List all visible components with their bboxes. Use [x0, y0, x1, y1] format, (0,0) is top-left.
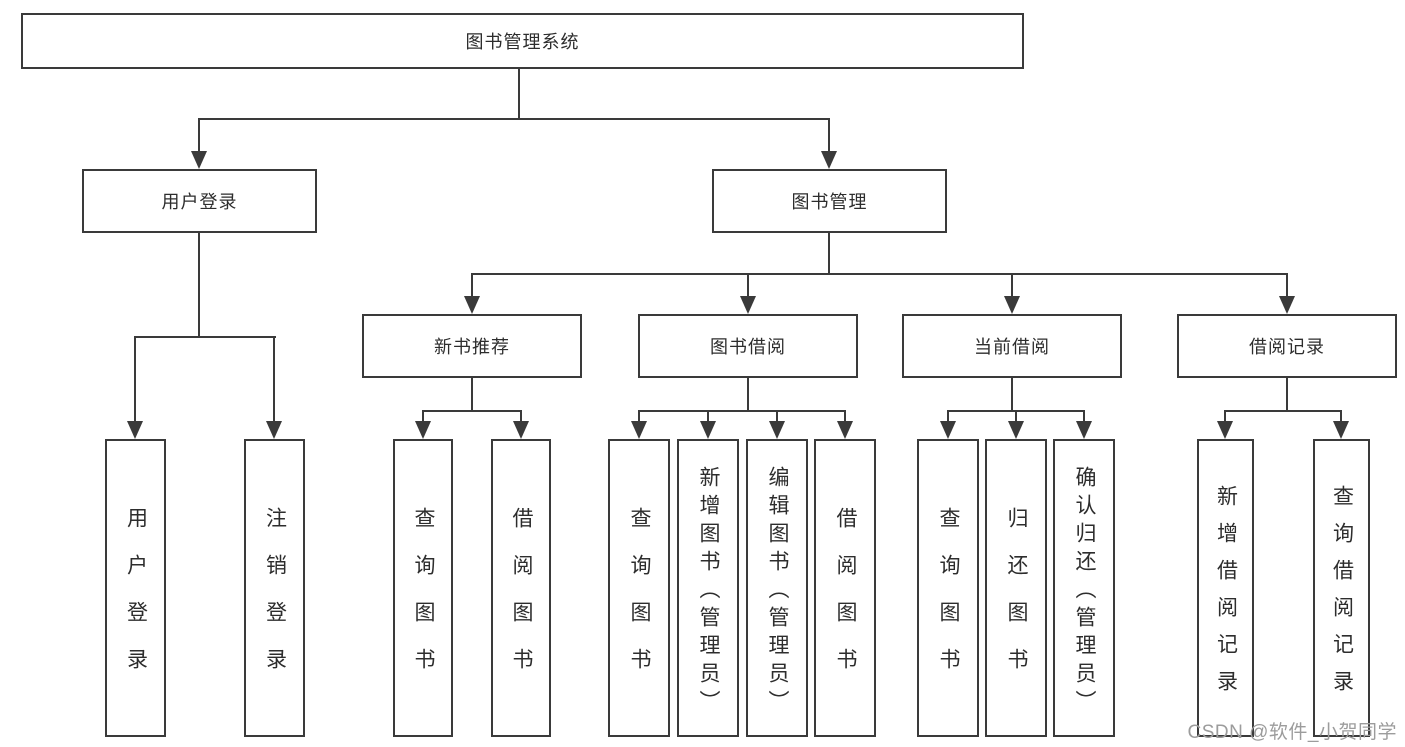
node-new-book-recommend: 新书推荐	[362, 314, 582, 378]
node-current-borrowing-label: 当前借阅	[974, 337, 1050, 357]
connector-line	[1011, 273, 1013, 299]
arrow-down-icon	[513, 421, 529, 439]
leaf-query-books-recommend-label: 查询图书	[412, 507, 435, 695]
arrow-down-icon	[191, 151, 207, 169]
leaf-user-login-label: 用户登录	[124, 507, 148, 695]
arrow-down-icon	[631, 421, 647, 439]
connector-line	[422, 410, 424, 423]
leaf-return-books: 归还图书	[985, 439, 1047, 737]
connector-line	[1286, 273, 1288, 299]
connector-line	[1015, 410, 1017, 423]
connector-line	[198, 118, 200, 152]
leaf-borrow-books: 借阅图书	[814, 439, 876, 737]
leaf-return-books-label: 归还图书	[1005, 507, 1028, 695]
arrow-down-icon	[464, 296, 480, 314]
node-new-book-recommend-label: 新书推荐	[434, 337, 510, 357]
connector-line	[1340, 410, 1342, 423]
connector-line	[776, 410, 778, 423]
leaf-query-books-borrowing: 查询图书	[608, 439, 670, 737]
leaf-query-books-current: 查询图书	[917, 439, 979, 737]
leaf-query-borrow-record-label: 查询借阅记录	[1330, 485, 1354, 707]
arrow-down-icon	[415, 421, 431, 439]
leaf-borrow-books-recommend: 借阅图书	[491, 439, 551, 737]
arrow-down-icon	[821, 151, 837, 169]
node-borrow-records: 借阅记录	[1177, 314, 1397, 378]
node-borrow-records-label: 借阅记录	[1249, 337, 1325, 357]
arrow-down-icon	[1004, 296, 1020, 314]
connector-line	[198, 233, 200, 338]
connector-line	[828, 118, 830, 152]
connector-line	[828, 233, 830, 275]
connector-line	[747, 378, 749, 412]
leaf-confirm-return-admin-label: 确认归还（管理员）	[1073, 465, 1096, 718]
arrow-down-icon	[1076, 421, 1092, 439]
connector-line	[518, 69, 520, 120]
arrow-down-icon	[266, 421, 282, 439]
leaf-user-login: 用户登录	[105, 439, 166, 737]
node-user-login: 用户登录	[82, 169, 317, 233]
connector-line	[422, 410, 522, 412]
connector-line	[638, 410, 640, 423]
connector-line	[1011, 378, 1013, 412]
leaf-add-books-admin: 新增图书（管理员）	[677, 439, 739, 737]
leaf-add-books-admin-label: 新增图书（管理员）	[697, 465, 720, 718]
connector-line	[134, 336, 276, 338]
leaf-query-books-current-label: 查询图书	[937, 507, 960, 695]
node-root-label: 图书管理系统	[465, 32, 580, 52]
leaf-add-borrow-record: 新增借阅记录	[1197, 439, 1254, 737]
node-book-management-label: 图书管理	[791, 192, 868, 212]
leaf-edit-books-admin: 编辑图书（管理员）	[746, 439, 808, 737]
connector-line	[273, 336, 275, 423]
arrow-down-icon	[700, 421, 716, 439]
leaf-confirm-return-admin: 确认归还（管理员）	[1053, 439, 1115, 737]
leaf-borrow-books-label: 借阅图书	[834, 507, 857, 695]
leaf-query-books-borrowing-label: 查询图书	[628, 507, 651, 695]
connector-line	[471, 273, 473, 299]
arrow-down-icon	[940, 421, 956, 439]
connector-line	[471, 378, 473, 412]
node-book-borrowing: 图书借阅	[638, 314, 858, 378]
connector-line	[198, 118, 830, 120]
arrow-down-icon	[837, 421, 853, 439]
leaf-borrow-books-recommend-label: 借阅图书	[510, 507, 533, 695]
leaf-logout: 注销登录	[244, 439, 305, 737]
leaf-logout-label: 注销登录	[263, 507, 287, 695]
connector-line	[1224, 410, 1226, 423]
leaf-query-borrow-record: 查询借阅记录	[1313, 439, 1370, 737]
node-root-system: 图书管理系统	[21, 13, 1024, 69]
connector-line	[947, 410, 949, 423]
connector-line	[844, 410, 846, 423]
node-book-management: 图书管理	[712, 169, 947, 233]
connector-line	[1286, 378, 1288, 412]
connector-line	[134, 336, 136, 423]
arrow-down-icon	[1217, 421, 1233, 439]
arrow-down-icon	[127, 421, 143, 439]
connector-line	[707, 410, 709, 423]
arrow-down-icon	[740, 296, 756, 314]
node-book-borrowing-label: 图书借阅	[710, 337, 786, 357]
connector-line	[1083, 410, 1085, 423]
leaf-edit-books-admin-label: 编辑图书（管理员）	[766, 465, 789, 718]
arrow-down-icon	[1279, 296, 1295, 314]
connector-line	[638, 410, 846, 412]
node-current-borrowing: 当前借阅	[902, 314, 1122, 378]
arrow-down-icon	[1333, 421, 1349, 439]
csdn-watermark: CSDN @软件_小贺同学	[1187, 722, 1397, 743]
connector-line	[1224, 410, 1342, 412]
connector-line	[747, 273, 749, 299]
connector-line	[471, 273, 1288, 275]
connector-line	[520, 410, 522, 423]
arrow-down-icon	[1008, 421, 1024, 439]
node-user-login-label: 用户登录	[161, 192, 238, 212]
arrow-down-icon	[769, 421, 785, 439]
leaf-add-borrow-record-label: 新增借阅记录	[1214, 485, 1238, 707]
leaf-query-books-recommend: 查询图书	[393, 439, 453, 737]
